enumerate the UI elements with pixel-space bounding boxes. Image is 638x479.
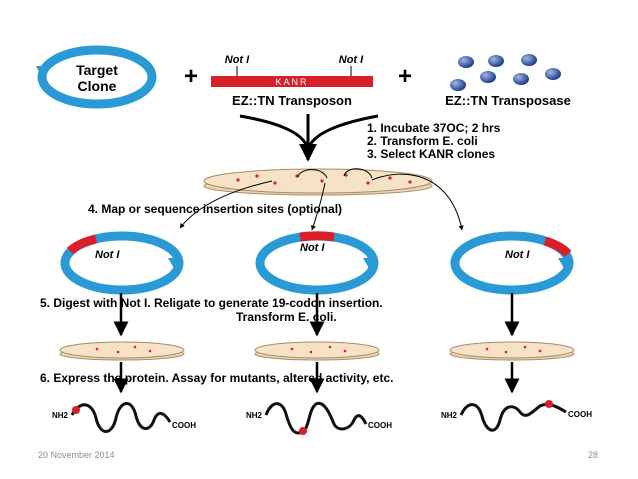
nh2-label: NH2 (246, 411, 263, 420)
step-4: 4. Map or sequence insertion sites (opti… (88, 202, 342, 216)
petri-plate-right (449, 341, 575, 361)
plasmid-right-label: Not I (505, 249, 530, 261)
protein-center: NH2 COOH (246, 401, 392, 435)
target-clone-line2: Clone (78, 78, 117, 94)
transposon-bar (211, 76, 373, 87)
plasmid-left: Not I (60, 231, 184, 295)
cooh-label: COOH (568, 410, 592, 419)
plasmid-left-label: Not I (95, 249, 120, 261)
cooh-label: COOH (368, 421, 392, 430)
petri-plate-left (59, 341, 185, 361)
arrowhead-icon (36, 66, 49, 78)
nh2-label: NH2 (441, 411, 458, 420)
step-3: 3. Select KANR clones (367, 147, 495, 161)
cooh-label: COOH (172, 421, 196, 430)
converging-arrows (239, 114, 379, 162)
nh2-label: NH2 (52, 411, 69, 420)
not1-right-label: Not I (339, 54, 364, 66)
plasmid-center-label: Not I (300, 242, 325, 254)
steps-1-3: 1. Incubate 37OC; 2 hrs 2. Transform E. … (367, 121, 501, 161)
plasmid-center: Not I (255, 231, 379, 295)
plus-sign-2: + (398, 63, 412, 90)
step-2: 2. Transform E. coli (367, 134, 478, 148)
protein-left: NH2 COOH (52, 402, 196, 433)
arrowhead-icon (558, 258, 571, 270)
transposon: Not I Not I KANR EZ::TN Transposon (211, 54, 373, 108)
colony-arrows (179, 168, 464, 231)
plasmid-right: Not I (450, 231, 574, 295)
step-5-line2: Transform E. coli. (236, 310, 337, 324)
page-number: 28 (587, 450, 598, 460)
plus-sign-1: + (184, 63, 198, 90)
footer-date: 20 November 2014 (38, 450, 115, 460)
arrowhead-icon (363, 258, 376, 270)
kanr-label: KANR (275, 77, 308, 87)
transposase-beads: EZ::TN Transposase (445, 54, 571, 108)
not1-left-label: Not I (225, 54, 250, 66)
transposon-label: EZ::TN Transposon (232, 93, 352, 108)
step-6: 6. Express the protein. Assay for mutant… (40, 371, 393, 385)
down-arrows-row1 (113, 293, 520, 337)
protein-right: NH2 COOH (441, 400, 592, 432)
petri-plate-center (254, 341, 380, 361)
step-5-line1: 5. Digest with Not I. Religate to genera… (40, 296, 383, 310)
target-clone: Target Clone (36, 45, 157, 109)
target-clone-line1: Target (76, 62, 118, 78)
step-1: 1. Incubate 37OC; 2 hrs (367, 121, 501, 135)
petri-plate-main (203, 168, 433, 196)
down-arrows-row2 (113, 362, 520, 394)
arrowhead-icon (168, 258, 181, 270)
transposase-label: EZ::TN Transposase (445, 93, 571, 108)
